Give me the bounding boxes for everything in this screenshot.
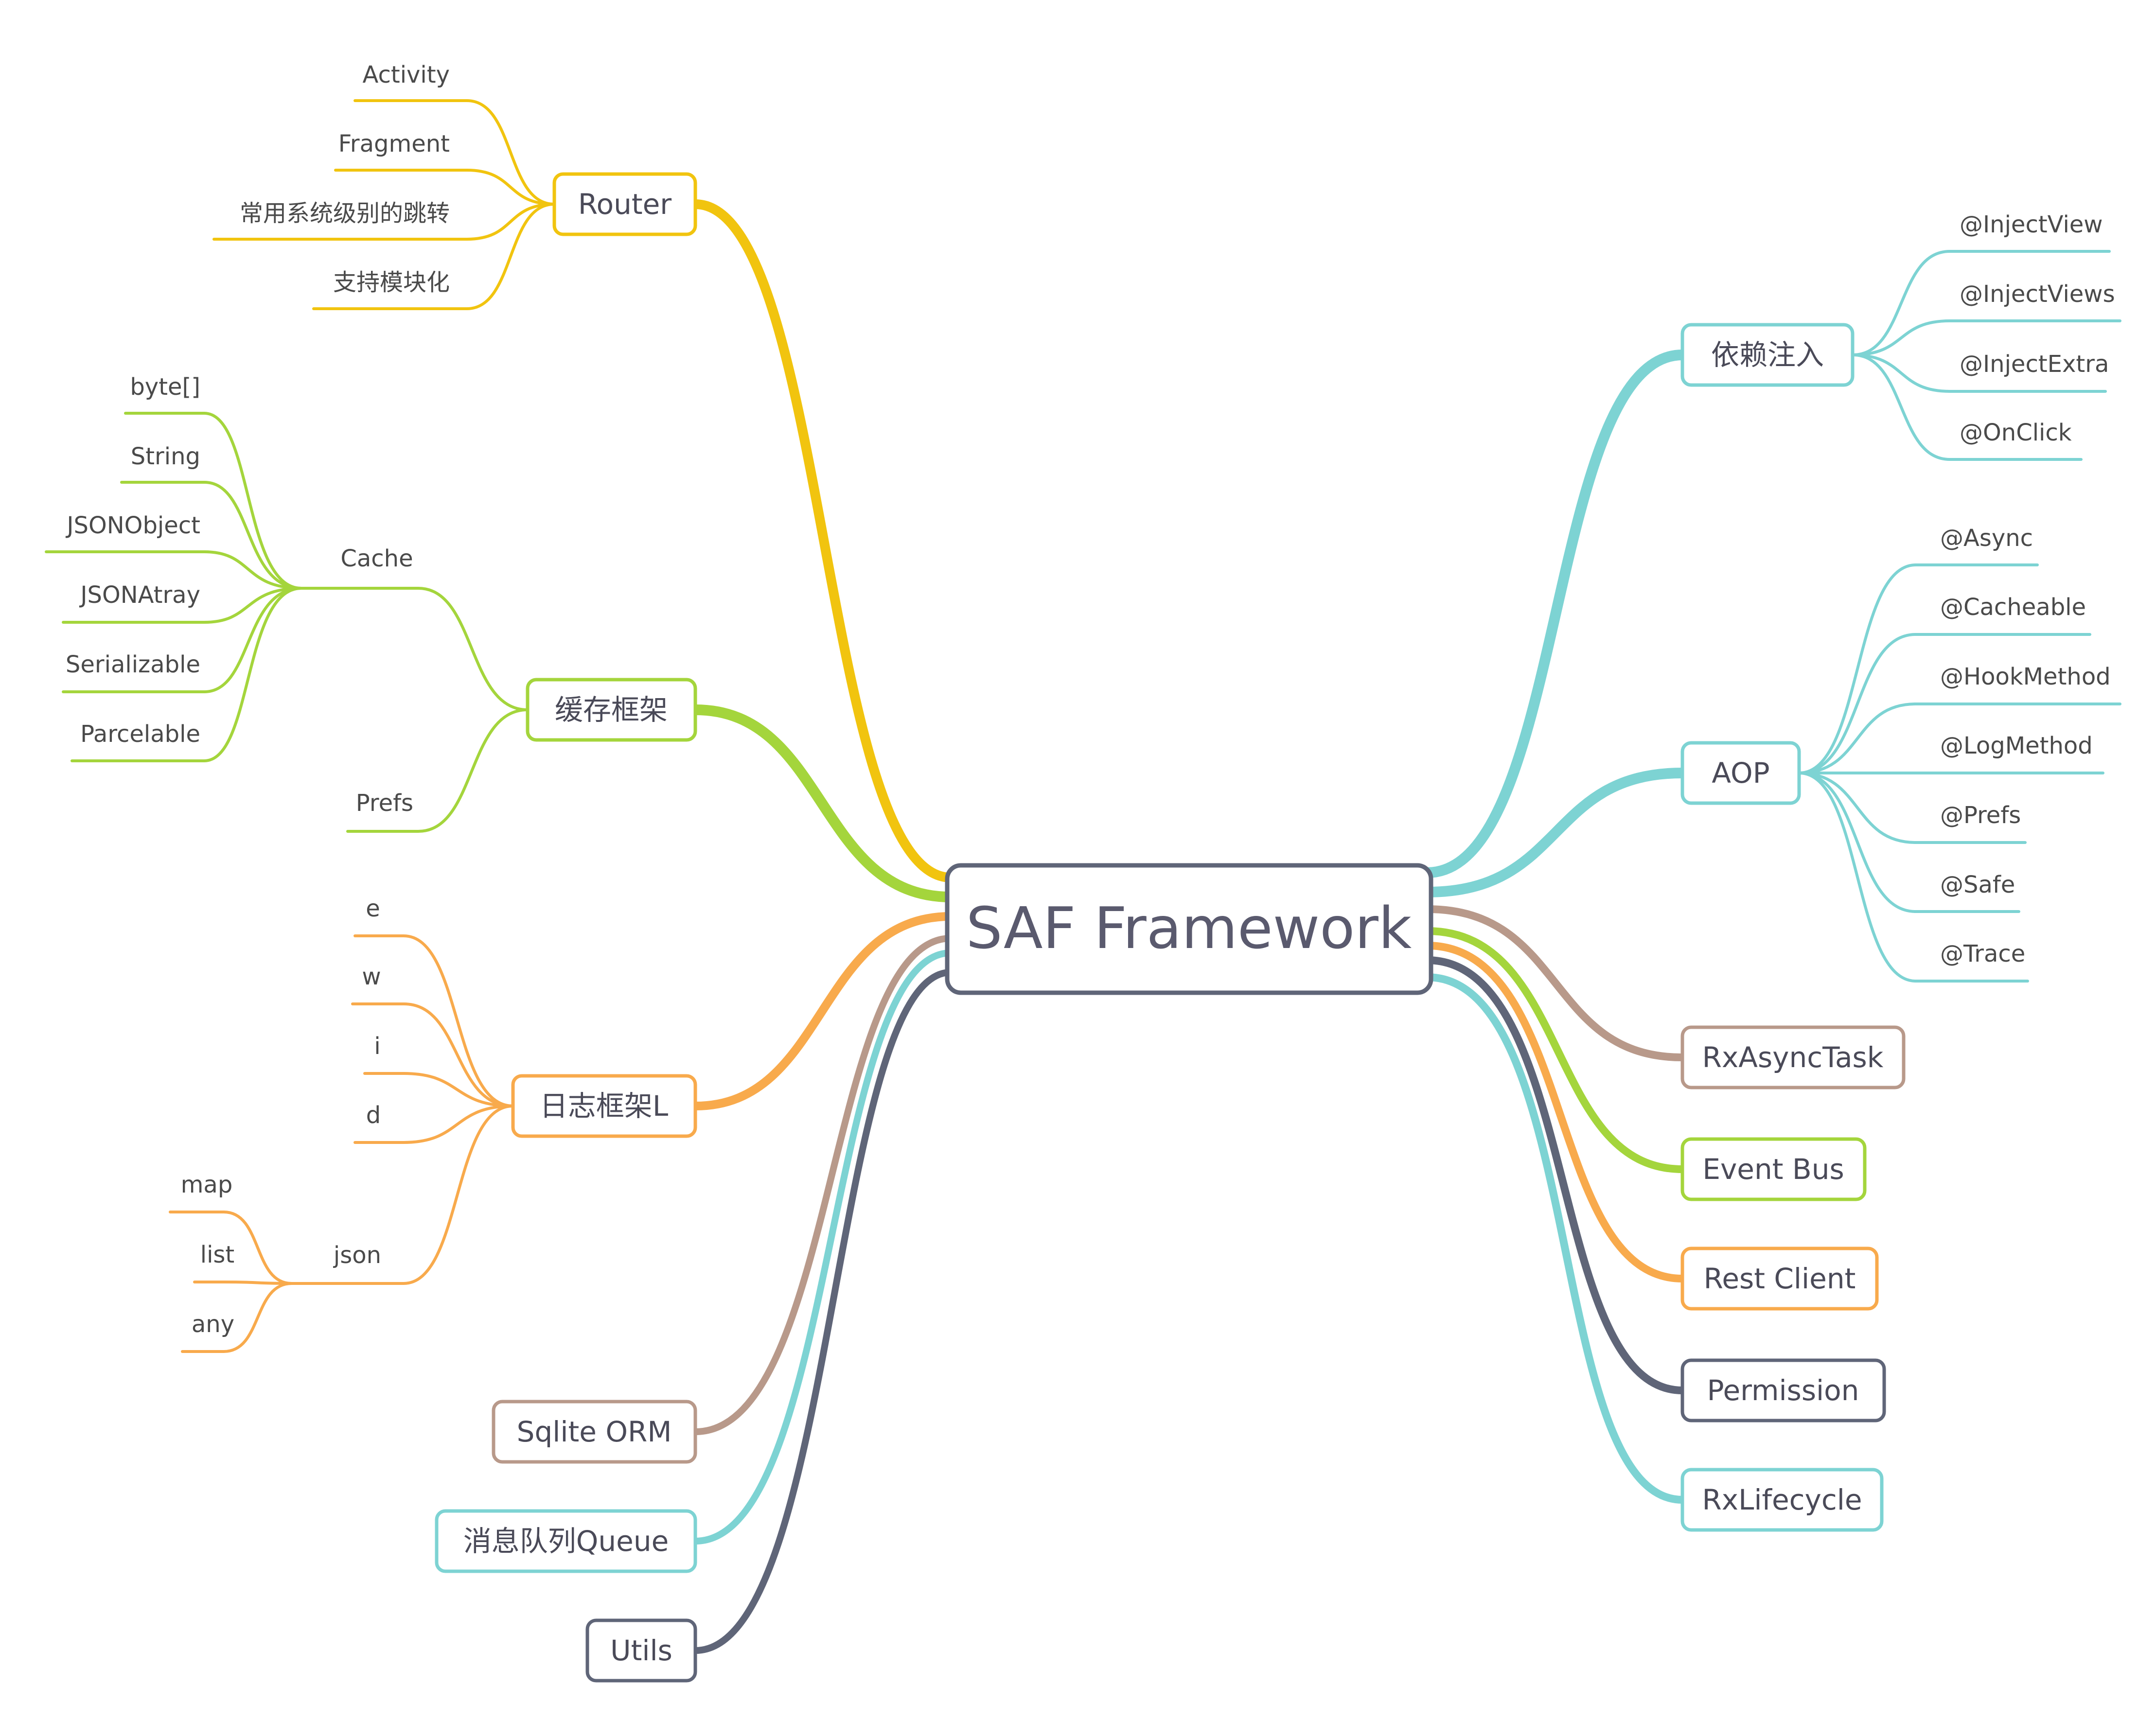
event-bus-node-label: Event Bus bbox=[1702, 1153, 1844, 1186]
router-leaf-system-jump: 常用系统级别的跳转 bbox=[240, 200, 450, 227]
permission-node[interactable]: Permission bbox=[1680, 1358, 1886, 1422]
cache-framework-node-label: 缓存框架 bbox=[555, 693, 668, 726]
cache-leaf-parcelable: Parcelable bbox=[80, 720, 200, 748]
connector-router bbox=[690, 199, 955, 882]
router-leaf-modular: 支持模块化 bbox=[333, 269, 450, 296]
cache-leaves: Cache Prefs byte[] String JSONObject JSO… bbox=[65, 373, 413, 817]
json-leaf-map: map bbox=[181, 1171, 233, 1198]
connector-utils bbox=[692, 969, 954, 1654]
connector-permission bbox=[1423, 956, 1686, 1394]
connector-log-framework bbox=[691, 912, 955, 1110]
connector-aop bbox=[1422, 768, 1688, 897]
connector-cache-framework bbox=[690, 704, 956, 902]
dependency-injection-node-label: 依赖注入 bbox=[1711, 338, 1824, 371]
cache-leaf-jsonarray: JSONAtray bbox=[79, 581, 200, 609]
sqlite-orm-node-label: Sqlite ORM bbox=[517, 1415, 672, 1448]
router-node[interactable]: Router bbox=[552, 172, 697, 236]
connector-message-queue bbox=[692, 949, 954, 1545]
di-leaf-inject-views: @InjectViews bbox=[1960, 281, 2115, 308]
cache-framework-subtree bbox=[45, 412, 529, 833]
aop-leaves: @Async @Cacheable @HookMethod @LogMethod… bbox=[1940, 525, 2111, 967]
aop-leaf-trace: @Trace bbox=[1940, 940, 2025, 967]
connector-sqlite-orm bbox=[692, 935, 954, 1435]
log-leaf-e: e bbox=[366, 895, 380, 922]
permission-node-label: Permission bbox=[1707, 1374, 1859, 1407]
dependency-injection-node[interactable]: 依赖注入 bbox=[1680, 323, 1855, 387]
log-leaf-w: w bbox=[362, 963, 381, 990]
cache-leaf-string: String bbox=[131, 443, 200, 470]
log-leaves: e w i d json map list any bbox=[181, 895, 381, 1338]
center-node-label: SAF Framework bbox=[966, 895, 1412, 962]
di-leaf-inject-view: @InjectView bbox=[1960, 211, 2103, 238]
sqlite-orm-node[interactable]: Sqlite ORM bbox=[492, 1400, 697, 1464]
cache-framework-node[interactable]: 缓存框架 bbox=[526, 678, 697, 742]
aop-leaf-safe: @Safe bbox=[1940, 871, 2015, 898]
dependency-injection-subtree bbox=[1851, 250, 2121, 461]
main-connectors bbox=[690, 199, 1688, 1654]
aop-leaf-cacheable: @Cacheable bbox=[1940, 594, 2086, 621]
rest-client-node[interactable]: Rest Client bbox=[1680, 1247, 1879, 1311]
aop-leaf-hook-method: @HookMethod bbox=[1940, 663, 2111, 690]
log-framework-node[interactable]: 日志框架L bbox=[511, 1074, 697, 1138]
connector-rx-lifecycle bbox=[1423, 973, 1686, 1504]
prefs-label: Prefs bbox=[356, 790, 413, 817]
json-leaf-list: list bbox=[200, 1241, 235, 1268]
aop-leaf-async: @Async bbox=[1940, 525, 2033, 552]
aop-leaf-prefs: @Prefs bbox=[1940, 802, 2021, 829]
router-subtree bbox=[212, 99, 556, 310]
message-queue-node-label: 消息队列Queue bbox=[463, 1525, 669, 1558]
log-framework-subtree bbox=[169, 934, 514, 1353]
cache-label: Cache bbox=[340, 545, 413, 572]
rx-async-task-node-label: RxAsyncTask bbox=[1702, 1041, 1884, 1074]
json-label: json bbox=[333, 1242, 381, 1269]
di-leaf-onclick: @OnClick bbox=[1960, 419, 2072, 446]
cache-leaf-jsonobject: JSONObject bbox=[65, 512, 200, 539]
event-bus-node[interactable]: Event Bus bbox=[1680, 1137, 1867, 1201]
log-leaf-i: i bbox=[374, 1033, 380, 1060]
router-leaves: Activity Fragment 常用系统级别的跳转 支持模块化 bbox=[240, 61, 450, 296]
aop-leaf-log-method: @LogMethod bbox=[1940, 732, 2093, 759]
aop-node-label: AOP bbox=[1712, 756, 1769, 790]
utils-node[interactable]: Utils bbox=[585, 1618, 697, 1683]
rest-client-node-label: Rest Client bbox=[1704, 1262, 1856, 1295]
rx-async-task-node[interactable]: RxAsyncTask bbox=[1680, 1025, 1906, 1089]
rx-lifecycle-node-label: RxLifecycle bbox=[1702, 1483, 1862, 1516]
di-leaf-inject-extra: @InjectExtra bbox=[1960, 351, 2109, 378]
log-framework-node-label: 日志框架L bbox=[540, 1089, 668, 1123]
center-node[interactable]: SAF Framework bbox=[945, 863, 1433, 995]
dependency-injection-leaves: @InjectView @InjectViews @InjectExtra @O… bbox=[1960, 211, 2115, 446]
connector-event-bus bbox=[1423, 927, 1686, 1173]
router-node-label: Router bbox=[578, 188, 672, 221]
connector-rx-async-task bbox=[1423, 905, 1686, 1061]
json-leaf-any: any bbox=[192, 1311, 234, 1338]
cache-leaf-serializable: Serializable bbox=[66, 651, 200, 678]
log-leaf-d: d bbox=[366, 1102, 381, 1129]
aop-node[interactable]: AOP bbox=[1680, 741, 1801, 805]
connector-dependency-injection bbox=[1422, 350, 1688, 878]
utils-node-label: Utils bbox=[610, 1634, 672, 1667]
connector-rest-client bbox=[1423, 942, 1686, 1282]
router-leaf-fragment: Fragment bbox=[338, 130, 450, 158]
rx-lifecycle-node[interactable]: RxLifecycle bbox=[1680, 1468, 1884, 1532]
aop-subtree bbox=[1798, 563, 2121, 983]
router-leaf-activity: Activity bbox=[362, 61, 450, 88]
message-queue-node[interactable]: 消息队列Queue bbox=[435, 1509, 697, 1573]
cache-leaf-byte: byte[] bbox=[130, 373, 200, 401]
